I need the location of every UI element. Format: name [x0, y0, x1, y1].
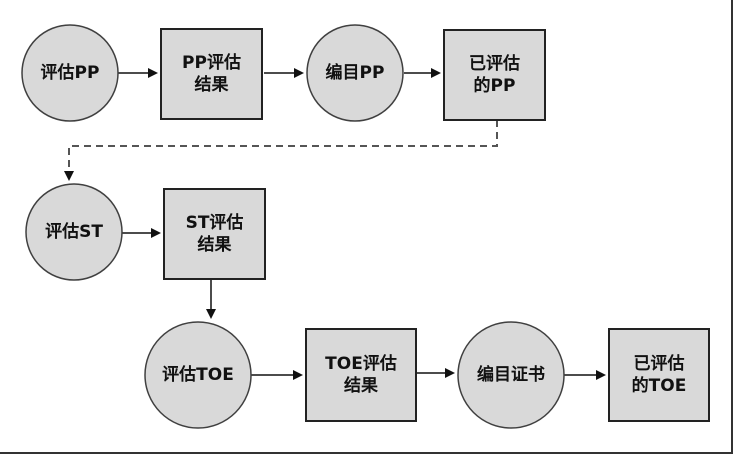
artifact-box	[160, 28, 263, 120]
node-eval-pp: 评估PP	[21, 24, 119, 122]
edge-eval_st-to-st_result	[122, 228, 161, 238]
node-label: 评估TOE	[162, 364, 234, 385]
edge-st_result-to-eval_toe	[206, 280, 216, 319]
edge-catalog_cert-to-evaluated_toe	[564, 370, 606, 380]
edge-line	[68, 120, 498, 171]
node-label: 已评估	[634, 353, 685, 374]
arrowhead-icon	[206, 309, 216, 319]
edge-catalog_pp-to-evaluated_pp	[404, 68, 441, 78]
node-label: ST评估	[186, 212, 244, 233]
node-label: 评估ST	[45, 221, 103, 242]
artifact-box	[305, 328, 417, 422]
artifact-box	[163, 188, 266, 280]
arrowhead-icon	[64, 171, 74, 181]
process-circle	[306, 24, 404, 122]
node-catalog-cert: 编目证书	[457, 321, 565, 429]
node-label: 的PP	[474, 75, 516, 96]
arrowhead-icon	[151, 228, 161, 238]
edge-eval_toe-to-toe_result	[251, 370, 303, 380]
arrowhead-icon	[596, 370, 606, 380]
node-label: 结果	[344, 375, 378, 396]
arrowhead-icon	[294, 68, 304, 78]
node-label: TOE评估	[325, 353, 397, 374]
edge-pp_result-to-catalog_pp	[264, 68, 304, 78]
artifact-box	[608, 328, 710, 422]
node-eval-st: 评估ST	[25, 183, 123, 281]
node-catalog-pp: 编目PP	[306, 24, 404, 122]
artifact-box	[443, 29, 546, 121]
process-circle	[457, 321, 565, 429]
edge-eval_pp-to-pp_result	[118, 68, 158, 78]
node-label: 编目证书	[477, 364, 545, 385]
process-circle	[21, 24, 119, 122]
node-label: 结果	[198, 234, 232, 255]
arrowhead-icon	[148, 68, 158, 78]
process-circle	[25, 183, 123, 281]
node-label: PP评估	[182, 52, 241, 73]
edge-evaluated_pp-to-eval_st	[64, 120, 498, 181]
node-label: 结果	[195, 74, 229, 95]
node-label: 已评估	[469, 53, 520, 74]
edge-toe_result-to-catalog_cert	[417, 368, 455, 378]
node-label: 评估PP	[41, 62, 100, 83]
arrowhead-icon	[431, 68, 441, 78]
process-circle	[144, 321, 252, 429]
node-eval-toe: 评估TOE	[144, 321, 252, 429]
node-label: 编目PP	[326, 62, 385, 83]
arrowhead-icon	[293, 370, 303, 380]
node-label: 的TOE	[632, 375, 687, 396]
arrowhead-icon	[445, 368, 455, 378]
